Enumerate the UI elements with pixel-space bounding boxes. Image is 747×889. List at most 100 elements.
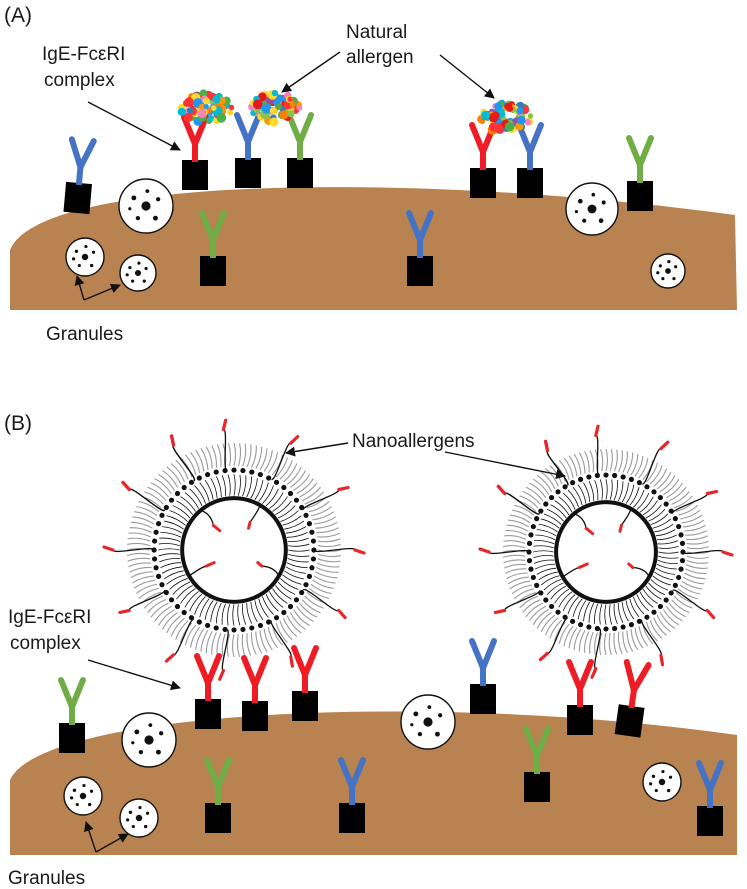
granule-dot <box>72 257 76 261</box>
lipid-tail-outer <box>503 554 526 558</box>
lipid-tail-outer <box>184 624 197 646</box>
lipid-tail-inner <box>633 596 645 615</box>
lipid-head <box>543 597 549 603</box>
lipid-tail-outer <box>685 530 707 536</box>
lipid-tail-outer <box>317 538 341 543</box>
lipid-tail-outer <box>514 504 535 516</box>
lipid-tail-outer <box>680 509 701 520</box>
lipid-tail-inner <box>258 598 269 618</box>
lipid-tail-inner <box>288 549 310 552</box>
lipid-tail-inner <box>558 496 573 513</box>
lipid-tail-outer <box>271 454 284 476</box>
lipid-tail-inner <box>546 508 564 522</box>
lipid-tail-outer <box>545 468 559 487</box>
lipid-tail-outer <box>127 557 151 562</box>
lipid-head <box>159 582 165 588</box>
lipid-head <box>651 609 657 615</box>
lipid-tail-inner <box>648 582 666 596</box>
ige-arm-right <box>205 653 222 686</box>
lipid-tail-outer <box>190 451 201 474</box>
allergen-residue <box>527 113 534 119</box>
lipid-tail-inner <box>227 474 231 496</box>
lipid-tail-inner <box>158 548 180 551</box>
allergen-residue <box>183 112 193 123</box>
lipid-head <box>273 479 280 485</box>
lipid-tail-inner <box>550 504 567 519</box>
lipid-head <box>174 603 181 610</box>
lipid-head <box>612 472 618 479</box>
lipid-tail-outer <box>275 457 288 478</box>
lipid-tail-outer <box>605 448 609 472</box>
lipid-tail-outer <box>626 630 634 652</box>
lipid-tail-inner <box>272 588 288 604</box>
granule-dot <box>128 265 132 270</box>
granule <box>650 253 686 289</box>
ige-fceri-complex <box>338 757 366 833</box>
lipid-tail-inner <box>541 518 560 529</box>
lipid-tail-outer <box>662 609 680 626</box>
ige-arm-left <box>68 136 84 171</box>
lipid-tail-outer <box>255 631 263 654</box>
panel-a-granules <box>65 178 686 292</box>
lipid-head <box>281 609 287 616</box>
ige-fceri-complex <box>469 122 497 198</box>
allergen-residue <box>252 99 263 110</box>
lipid-tail-inner <box>617 481 624 502</box>
granule <box>565 182 619 236</box>
lipid-tail-inner <box>184 591 199 608</box>
lipid-tail-outer <box>511 584 532 595</box>
lipid-head <box>168 597 175 603</box>
lipid-tail-inner <box>657 559 678 564</box>
ligand-hapten <box>659 440 670 451</box>
lipid-head <box>151 556 158 562</box>
allergen-residue <box>498 110 506 118</box>
lipid-tail-inner <box>554 588 570 604</box>
lipid-head <box>299 589 305 596</box>
lipid-tail-inner <box>275 585 292 600</box>
allergen-residue <box>287 110 295 118</box>
granule-dot <box>89 789 94 793</box>
nanoallergen <box>102 418 366 681</box>
allergen-residue <box>524 118 532 126</box>
lipid-tail-outer <box>233 442 237 466</box>
lipid-tail-outer <box>626 452 634 474</box>
lipid-tail-inner <box>194 596 206 615</box>
panel-b-nanoallergen-label: Nanoallergens <box>352 431 475 452</box>
allergen-residue <box>492 111 500 119</box>
ige-arm-right <box>534 726 551 759</box>
lipid-tail-inner <box>277 505 296 519</box>
granule-dot <box>125 273 129 277</box>
lipid-tail-inner <box>158 543 180 547</box>
lipid-tail-outer <box>308 587 330 600</box>
granule-dot <box>649 782 653 786</box>
lipid-tail-outer <box>504 535 527 540</box>
lipid-tail-inner <box>284 570 304 580</box>
allergen-residue <box>202 97 211 105</box>
ige-arm-right <box>252 655 269 688</box>
granule-dot <box>651 774 656 779</box>
ige-arm-right <box>215 757 232 790</box>
lipid-tail-inner <box>648 508 666 522</box>
granule <box>118 178 174 234</box>
lipid-tail-outer <box>506 524 528 532</box>
panel-b-nano-arrow-left <box>285 442 349 457</box>
lipid-head <box>562 484 568 490</box>
lipid-tail-outer <box>315 521 338 529</box>
lipid-head <box>168 497 175 503</box>
lipid-tail-outer <box>143 595 164 609</box>
ligand-hapten <box>289 435 300 445</box>
lipid-tail-outer <box>129 527 152 533</box>
allergen-residue <box>287 96 293 102</box>
lipid-tail-outer <box>200 629 209 652</box>
lipid-tail-outer <box>166 466 182 485</box>
lipid-head <box>231 627 237 633</box>
granule-dot <box>153 215 158 221</box>
panel-a-granule-arrow-1 <box>74 275 85 301</box>
panel-a-receptor-label-line2: complex <box>44 70 115 91</box>
lipid-head <box>555 489 561 495</box>
ige-arm-right <box>69 677 86 710</box>
ligand-hapten-inner <box>211 523 222 533</box>
lipid-tail-outer <box>673 495 693 509</box>
lipid-tail-outer <box>317 553 341 558</box>
lipid-tail-outer <box>195 628 205 650</box>
